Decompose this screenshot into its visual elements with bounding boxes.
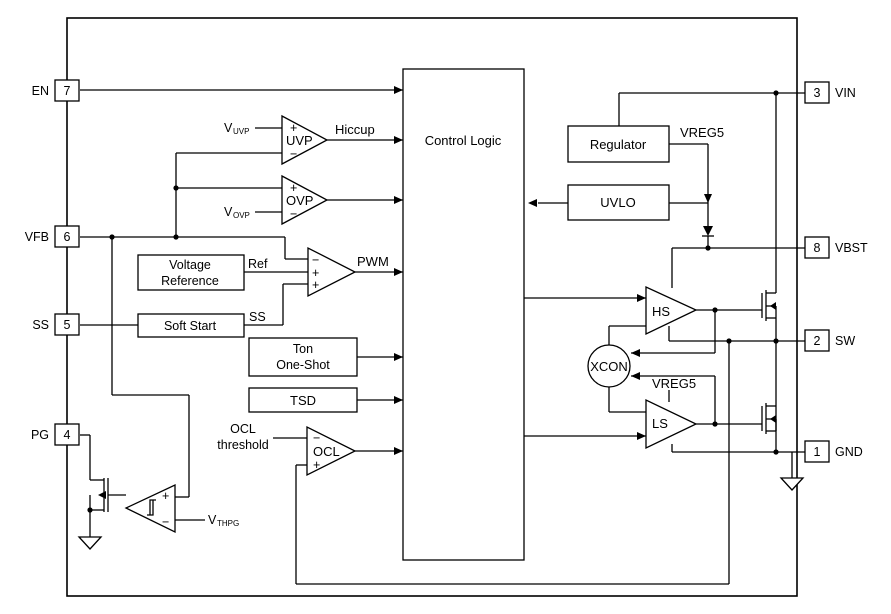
svg-text:One-Shot: One-Shot bbox=[276, 358, 330, 372]
svg-text:V: V bbox=[224, 121, 233, 135]
wires bbox=[80, 89, 805, 585]
voltage-reference-block: Voltage Reference bbox=[137, 254, 245, 291]
svg-text:Soft Start: Soft Start bbox=[164, 319, 217, 333]
svg-text:+: + bbox=[312, 266, 319, 280]
svg-text:−: − bbox=[290, 207, 297, 221]
svg-text:V: V bbox=[208, 513, 217, 527]
svg-text:XCON: XCON bbox=[590, 359, 628, 374]
svg-text:−: − bbox=[290, 147, 297, 161]
svg-text:LS: LS bbox=[652, 416, 668, 431]
svg-text:Control Logic: Control Logic bbox=[425, 133, 502, 148]
svg-text:VBST: VBST bbox=[835, 241, 868, 255]
svg-text:UVLO: UVLO bbox=[600, 195, 635, 210]
ton-one-shot-block: Ton One-Shot bbox=[248, 337, 358, 377]
svg-text:OVP: OVP bbox=[233, 211, 250, 220]
vreg5-top-label: VREG5 bbox=[680, 125, 724, 140]
pin-vbst: 8 VBST bbox=[804, 236, 868, 259]
svg-text:Ton: Ton bbox=[293, 342, 313, 356]
svg-text:2: 2 bbox=[814, 334, 821, 348]
svg-text:1: 1 bbox=[814, 445, 821, 459]
svg-text:OCL: OCL bbox=[313, 444, 340, 459]
pwm-label: PWM bbox=[357, 254, 389, 269]
soft-start-block: Soft Start bbox=[137, 313, 245, 338]
svg-text:THPG: THPG bbox=[217, 519, 239, 528]
uvlo-block: UVLO bbox=[567, 184, 670, 221]
ocl-threshold-label: OCL bbox=[230, 422, 256, 436]
svg-text:EN: EN bbox=[32, 84, 49, 98]
ground-symbol-pg bbox=[77, 536, 103, 550]
svg-text:GND: GND bbox=[835, 445, 863, 459]
svg-text:UVP: UVP bbox=[233, 127, 249, 136]
pwm-comparator: − + + bbox=[307, 246, 357, 298]
pin-en: 7 EN bbox=[32, 79, 80, 102]
svg-text:+: + bbox=[312, 278, 319, 292]
ocl-threshold-label-2: threshold bbox=[217, 438, 268, 452]
svg-text:−: − bbox=[312, 253, 319, 267]
svg-text:TSD: TSD bbox=[290, 393, 316, 408]
pin-sw: 2 SW bbox=[804, 329, 855, 352]
svg-text:3: 3 bbox=[814, 86, 821, 100]
tsd-block: TSD bbox=[248, 387, 358, 413]
svg-text:4: 4 bbox=[64, 428, 71, 442]
svg-text:−: − bbox=[313, 431, 320, 445]
pin-pg: 4 PG bbox=[31, 423, 80, 446]
ocl-comparator: − + OCL bbox=[306, 425, 357, 477]
svg-text:8: 8 bbox=[814, 241, 821, 255]
svg-text:5: 5 bbox=[64, 318, 71, 332]
svg-text:+: + bbox=[313, 458, 320, 472]
bootstrap-diode bbox=[702, 226, 714, 237]
ss-signal-label: SS bbox=[249, 310, 266, 324]
svg-text:UVP: UVP bbox=[286, 133, 313, 148]
vuvp-label: V UVP bbox=[224, 121, 249, 136]
pin-ss: 5 SS bbox=[32, 313, 80, 336]
ref-label: Ref bbox=[248, 257, 268, 271]
uvp-comparator: + − UVP bbox=[281, 114, 329, 166]
ls-driver: LS bbox=[645, 398, 698, 450]
hiccup-label: Hiccup bbox=[335, 122, 375, 137]
svg-text:SW: SW bbox=[835, 334, 855, 348]
vovp-label: V OVP bbox=[224, 205, 250, 220]
svg-text:−: − bbox=[162, 515, 169, 529]
svg-text:+: + bbox=[162, 489, 169, 503]
regulator-block: Regulator bbox=[567, 125, 670, 163]
pin-vfb: 6 VFB bbox=[25, 225, 80, 248]
svg-text:VIN: VIN bbox=[835, 86, 856, 100]
svg-text:+: + bbox=[290, 121, 297, 135]
xcon-block: XCON bbox=[587, 344, 631, 388]
svg-text:6: 6 bbox=[64, 230, 71, 244]
ground-symbol-gnd bbox=[779, 477, 805, 491]
svg-text:SS: SS bbox=[32, 318, 49, 332]
svg-text:Reference: Reference bbox=[161, 274, 219, 288]
control-logic-block: Control Logic bbox=[402, 68, 525, 561]
chip-outline bbox=[66, 17, 798, 597]
vthpg-label: V THPG bbox=[208, 513, 239, 528]
pg-comparator: + − bbox=[124, 483, 176, 534]
arrowheads bbox=[98, 86, 776, 499]
pin-vin: 3 VIN bbox=[804, 81, 856, 104]
svg-text:VFB: VFB bbox=[25, 230, 49, 244]
svg-text:Regulator: Regulator bbox=[590, 137, 647, 152]
svg-text:+: + bbox=[290, 181, 297, 195]
svg-text:HS: HS bbox=[652, 304, 670, 319]
svg-text:Voltage: Voltage bbox=[169, 258, 211, 272]
svg-text:V: V bbox=[224, 205, 233, 219]
svg-text:PG: PG bbox=[31, 428, 49, 442]
pin-gnd: 1 GND bbox=[804, 440, 863, 463]
junction-dots bbox=[87, 90, 779, 513]
svg-text:7: 7 bbox=[64, 84, 71, 98]
ovp-comparator: + − OVP bbox=[281, 174, 329, 226]
hs-driver: HS bbox=[645, 285, 698, 336]
svg-text:OVP: OVP bbox=[286, 193, 313, 208]
vreg5-bottom-label: VREG5 bbox=[652, 376, 696, 391]
